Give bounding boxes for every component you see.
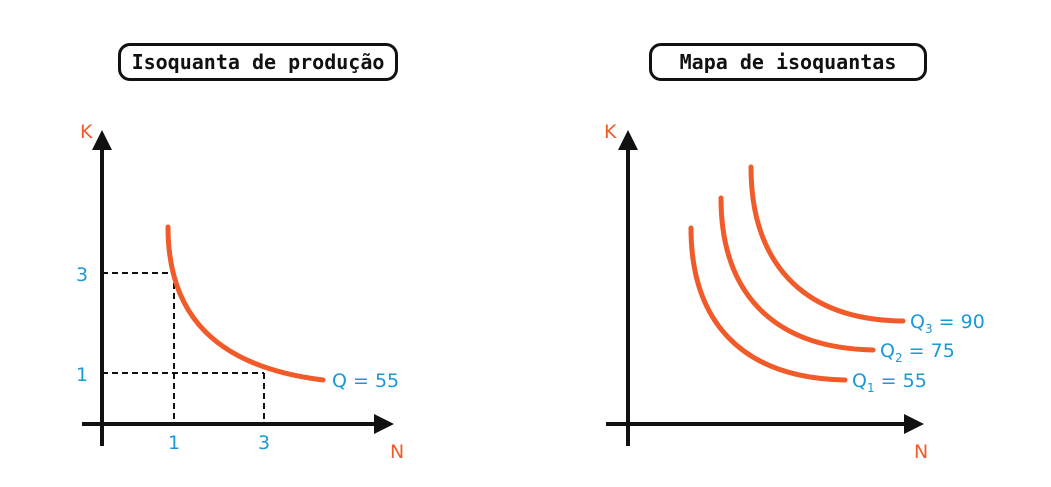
left-y-tick-1: 1 — [76, 364, 88, 386]
right-y-arrowhead — [618, 130, 638, 150]
isoquant-curve-q2 — [718, 195, 876, 353]
left-x-tick-1: 1 — [168, 432, 180, 454]
left-y-arrowhead — [92, 130, 112, 150]
right-x-arrowhead — [904, 414, 924, 434]
left-x-tick-3: 3 — [258, 432, 270, 454]
left-y-axis-label: K — [80, 121, 93, 143]
right-panel-title: Mapa de isoquantas — [649, 43, 927, 81]
isoquant-curve-q3 — [748, 164, 906, 324]
left-panel: K N 3 1 1 3 Q = 55 — [76, 121, 404, 463]
right-y-axis-label: K — [604, 121, 617, 143]
left-isoquant-curve — [165, 224, 326, 383]
curve-label-q3: Q3 = 90 — [910, 311, 985, 336]
left-guide-lines — [102, 272, 265, 424]
left-x-axis-label: N — [390, 441, 404, 463]
isoquant-curve-q1 — [688, 225, 848, 383]
left-curve-label: Q = 55 — [332, 370, 399, 392]
curve-label-q1: Q1 = 55 — [852, 370, 927, 395]
right-panel: K N Q1 = 55 Q2 = 75 Q3 = 90 — [604, 121, 985, 463]
right-x-axis-label: N — [914, 441, 928, 463]
left-x-arrowhead — [374, 414, 394, 434]
curve-label-q2: Q2 = 75 — [880, 340, 955, 365]
left-y-tick-3: 3 — [76, 264, 88, 286]
left-panel-title: Isoquanta de produção — [118, 43, 398, 81]
